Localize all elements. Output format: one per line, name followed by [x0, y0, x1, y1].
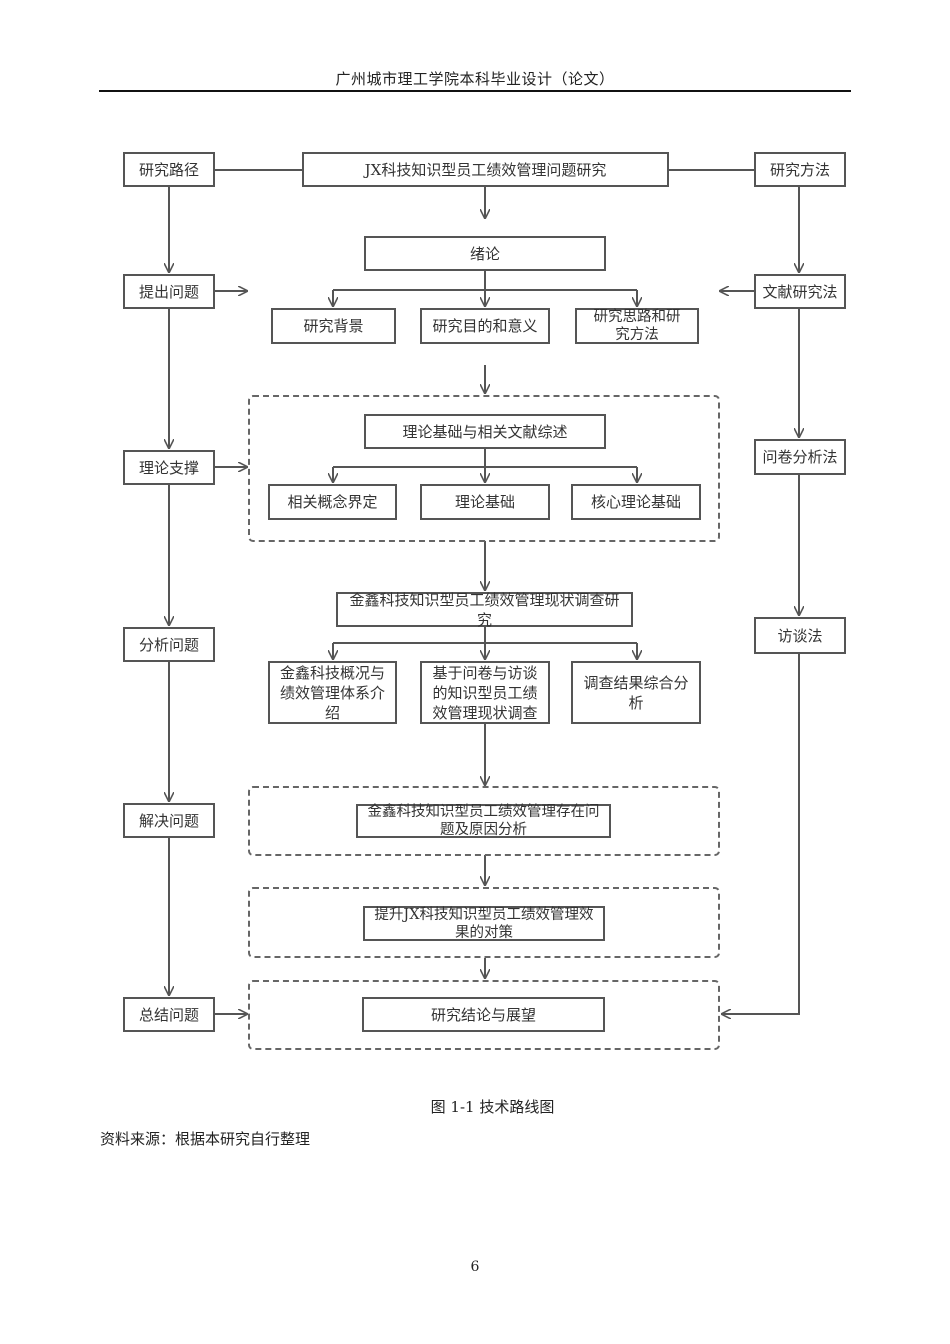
method-literature: 文献研究法: [754, 274, 846, 309]
conclusion-box: 研究结论与展望: [362, 997, 605, 1032]
conclusion-group-frame: [248, 980, 720, 1050]
step-summarize-problem: 总结问题: [123, 997, 215, 1032]
arrow-right-return: [722, 654, 800, 1014]
theory-concepts: 相关概念界定: [268, 484, 397, 520]
problems-box: 金鑫科技知识型员工绩效管理存在问题及原因分析: [356, 804, 611, 838]
intro-box: 绪论: [364, 236, 606, 271]
step-analyze-problem: 分析问题: [123, 627, 215, 662]
page-number: 6: [470, 1259, 480, 1275]
step-solve-problem: 解决问题: [123, 803, 215, 838]
page-header-title: 广州城市理工学院本科毕业设计（论文）: [335, 70, 615, 88]
theory-core: 核心理论基础: [571, 484, 701, 520]
header-rule: [99, 90, 851, 92]
figure-caption: 图 1-1 技术路线图: [430, 1098, 555, 1116]
theory-group-frame: [248, 395, 720, 542]
problems-group-frame: [248, 786, 720, 856]
research-method-heading: 研究方法: [754, 152, 846, 187]
study-title-box: JX科技知识型员工绩效管理问题研究: [302, 152, 669, 187]
method-questionnaire: 问卷分析法: [754, 439, 846, 475]
intro-background: 研究背景: [271, 308, 396, 344]
step-theory-support: 理论支撑: [123, 450, 215, 485]
intro-approach: 研究思路和研究方法: [575, 308, 699, 344]
survey-investigation: 基于问卷与访谈的知识型员工绩效管理现状调查: [420, 661, 550, 724]
survey-box: 金鑫科技知识型员工绩效管理现状调查研究: [336, 591, 633, 629]
survey-overview: 金鑫科技概况与绩效管理体系介绍: [268, 661, 397, 724]
step-raise-problem: 提出问题: [123, 274, 215, 309]
theory-box: 理论基础与相关文献综述: [364, 414, 606, 449]
intro-purpose: 研究目的和意义: [420, 308, 550, 344]
measures-box: 提升JX科技知识型员工绩效管理效果的对策: [363, 906, 605, 941]
method-interview: 访谈法: [754, 617, 846, 654]
source-note: 资料来源：根据本研究自行整理: [100, 1130, 311, 1148]
survey-analysis: 调查结果综合分析: [571, 661, 701, 724]
measures-group-frame: [248, 887, 720, 958]
research-path-heading: 研究路径: [123, 152, 215, 187]
theory-basis: 理论基础: [420, 484, 550, 520]
